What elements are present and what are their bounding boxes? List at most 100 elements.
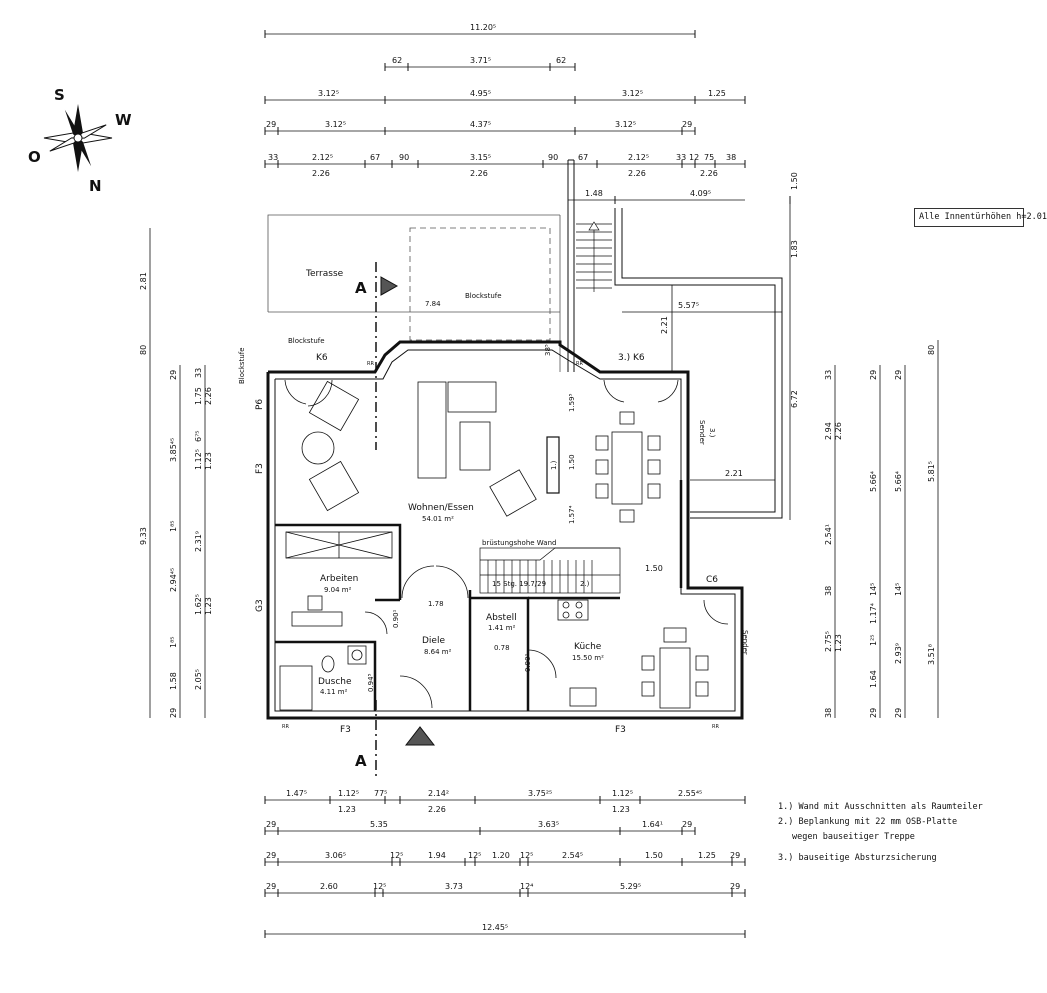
- compass-rose-icon: [43, 104, 113, 172]
- top-dim-r4-c: 4.37⁵: [470, 120, 491, 129]
- top-dim-r5-g: 67: [578, 153, 588, 162]
- bottom-dim-r4-e: 12⁴: [520, 882, 533, 891]
- label-sender-bottom: Sender: [741, 630, 749, 655]
- bottom-dim-r2-e: 29: [682, 820, 692, 829]
- bottom-dim-r1b-c: 1.23: [612, 805, 630, 814]
- room-living-area: 54.01 m²: [422, 515, 454, 523]
- room-kitchen-area: 15.50 m²: [572, 654, 604, 662]
- label-0-90b: 0.90¹: [524, 653, 532, 672]
- label-sender-top-note: 3.): [708, 428, 716, 438]
- top-dim-r3-a: 3.12⁵: [318, 89, 339, 98]
- top-dim-r5-k: 75: [704, 153, 714, 162]
- exterior-stairs: [576, 221, 612, 292]
- label-f3-left: F3: [255, 463, 265, 474]
- left-dim-c3-10: 2.05⁵: [194, 669, 203, 690]
- bottom-dim-r3-f: 1.20: [492, 851, 510, 860]
- room-living-name: Wohnen/Essen: [408, 503, 474, 513]
- compass-s-label: S: [54, 86, 65, 104]
- bottom-dim-r4-f: 5.29⁵: [620, 882, 641, 891]
- balcony-dim-3: 5.57⁵: [678, 301, 699, 310]
- bottom-dim-r3-g: 12⁵: [520, 851, 533, 860]
- label-brust: brüstungshohe Wand: [482, 539, 556, 547]
- label-1-50v: 1.50: [568, 454, 576, 470]
- top-dim-r4-e: 29: [682, 120, 692, 129]
- top-dim-r4-a: 29: [266, 120, 276, 129]
- right-dim-c2-5: 1²⁵: [869, 634, 878, 646]
- exterior-walls: [266, 340, 744, 720]
- right-dim-c2-4: 1.17⁴: [869, 603, 878, 624]
- bottom-dim-r4-d: 3.73: [445, 882, 463, 891]
- balcony-dim-4: 2.21: [660, 316, 669, 334]
- label-0-78: 0.78: [494, 644, 510, 652]
- right-dimension-lines: [834, 340, 939, 718]
- bottom-dim-r3-a: 29: [266, 851, 276, 860]
- right-dim-c1-6: 2.75⁵: [824, 631, 833, 652]
- label-rr-3: RR: [282, 724, 289, 730]
- left-dim-c3-2: 1.75: [194, 387, 203, 405]
- footnote-1: 1.) Wand mit Ausschnitten als Raumteiler: [778, 802, 983, 812]
- label-blockstufe-side: Blockstufe: [238, 347, 246, 384]
- top-dimension-ticks: [264, 30, 791, 204]
- compass-n-label: N: [89, 177, 102, 195]
- label-blockstufe-terrace: Blockstufe: [465, 292, 502, 300]
- bottom-dim-r4-b: 2.60: [320, 882, 338, 891]
- top-dim-r2-b: 3.71⁵: [470, 56, 491, 65]
- left-dim-c2-7: 29: [169, 708, 178, 718]
- top-dim-r5b-b: 2.26: [470, 169, 488, 178]
- bottom-dim-r2-c: 3.63⁵: [538, 820, 559, 829]
- top-dim-r4-d: 3.12⁵: [615, 120, 636, 129]
- bottom-dim-r3-e: 12⁵: [468, 851, 481, 860]
- floor-plan: S W N O 11.20⁵ 62 3.71⁵ 62 3.12⁵ 4.95⁵ 3…: [28, 23, 939, 938]
- room-storage-name: Abstell: [486, 613, 517, 623]
- bottom-dim-r1-e: 3.75²⁵: [528, 789, 552, 798]
- right-dim-c1-5: 38: [824, 586, 833, 596]
- bottom-dim-r3-i: 1.50: [645, 851, 663, 860]
- label-7-84: 7.84: [425, 300, 441, 308]
- interior-walls: [275, 480, 683, 711]
- top-dim-r6-c: 1.50: [790, 172, 799, 190]
- bottom-dim-r4-g: 29: [730, 882, 740, 891]
- right-dim-c4-1: 80: [927, 345, 936, 355]
- section-label-bottom: A: [355, 752, 367, 770]
- label-rr-1: RR: [367, 361, 374, 367]
- left-dim-outer-2: 80: [139, 345, 148, 355]
- left-dim-c3-8: 1.62⁵: [194, 594, 203, 615]
- top-dim-r5-f: 90: [548, 153, 558, 162]
- section-arrow-bottom-icon: [404, 726, 436, 746]
- left-dim-c3-1: 33: [194, 368, 203, 378]
- right-dim-c4-3: 3.51⁸: [927, 644, 936, 665]
- label-stairs: 15 Stg. 19.7/29: [492, 580, 546, 588]
- top-dim-r3-d: 1.25: [708, 89, 726, 98]
- left-dim-c2-6: 1.58: [169, 672, 178, 690]
- left-dim-c2-1: 29: [169, 370, 178, 380]
- label-sender-top: Sender: [698, 420, 706, 445]
- top-dim-r5-l: 38: [726, 153, 736, 162]
- top-dim-r6-a: 1.48: [585, 189, 603, 198]
- left-dim-c3-6: 1.23: [204, 452, 213, 470]
- label-0-90: 0.90¹: [392, 609, 400, 628]
- room-terrace: Terrasse: [305, 269, 344, 279]
- bottom-dim-r1-b: 1.12⁵: [338, 789, 359, 798]
- footnotes: 1.) Wand mit Ausschnitten als Raumteiler…: [778, 800, 983, 866]
- right-dim-c2-7: 29: [869, 708, 878, 718]
- top-dim-r5-b: 2.12⁵: [312, 153, 333, 162]
- top-dim-r5-a: 33: [268, 153, 278, 162]
- footnote-2-cont: wegen bauseitiger Treppe: [792, 832, 915, 842]
- right-dim-c2-6: 1.64: [869, 670, 878, 688]
- label-g3: G3: [255, 599, 265, 612]
- room-kitchen-name: Küche: [574, 642, 602, 652]
- label-38: 38⁵: [544, 344, 552, 356]
- bottom-dim-r2-b: 5.35: [370, 820, 388, 829]
- left-dim-outer-3: 9.33: [139, 527, 148, 545]
- left-dim-outer-1: 2.81: [139, 272, 148, 290]
- top-dim-r5-i: 33: [676, 153, 686, 162]
- right-dim-c3-2: 5.66⁴: [894, 471, 903, 492]
- room-study-name: Arbeiten: [320, 574, 358, 584]
- compass-w-label: W: [115, 111, 132, 129]
- bottom-dim-r4-a: 29: [266, 882, 276, 891]
- info-note-text: Alle Innentürhöhen h=2.01: [919, 212, 1047, 222]
- balcony-outline: [567, 159, 783, 519]
- left-dim-c3-7: 2.31⁹: [194, 531, 203, 552]
- top-dim-r6-b: 4.09⁵: [690, 189, 711, 198]
- bottom-dim-r3-c: 12⁵: [390, 851, 403, 860]
